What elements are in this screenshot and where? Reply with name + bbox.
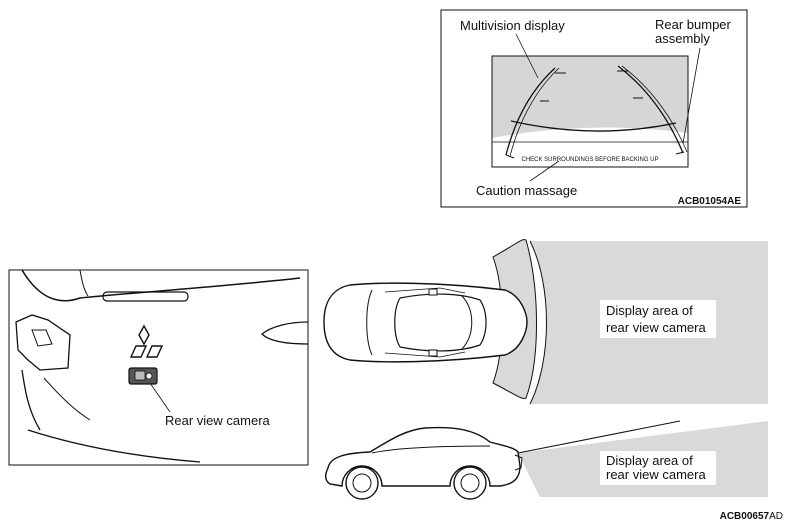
- top-area-label-line2: rear view camera: [606, 320, 706, 335]
- main-figure-code-suffix: AD: [769, 511, 783, 522]
- side-area-label-line1: Display area of: [606, 453, 693, 468]
- brand-emblem-icon: [129, 324, 164, 358]
- tail-lamp-left: [15, 314, 71, 371]
- multivision-leader: [515, 33, 539, 79]
- camera-inset-frame: [8, 269, 309, 466]
- car-top-view-icon: [323, 282, 528, 363]
- top-area-label-line1: Display area of: [606, 303, 693, 318]
- bumper-leader: [682, 47, 701, 144]
- inset-figure-code: ACB01054AE: [678, 196, 742, 207]
- multivision-label: Multivision display: [460, 18, 565, 33]
- caution-message-text: CHECK SURROUNDINGS BEFORE BACKING UP: [521, 157, 658, 163]
- multivision-screen: CHECK SURROUNDINGS BEFORE BACKING UP: [491, 55, 689, 168]
- bumper-label-line1: Rear bumper: [655, 17, 732, 32]
- rear-view-camera-icon: [128, 367, 158, 385]
- top-view: Display area of rear view camera: [323, 239, 768, 405]
- camera-inset: Rear view camera: [8, 269, 309, 466]
- caution-leader: [529, 160, 560, 182]
- main-figure-code-main: ACB00657: [720, 511, 770, 522]
- rear-view-camera-label: Rear view camera: [165, 413, 271, 428]
- caution-label: Caution massage: [476, 183, 577, 198]
- high-mount-stop-lamp: [102, 291, 189, 302]
- display-inset: CHECK SURROUNDINGS BEFORE BACKING UP Mul…: [440, 9, 748, 208]
- car-side-view-icon: [324, 426, 523, 500]
- side-area-label-line2: rear view camera: [606, 467, 706, 482]
- top-area-label-bg: [600, 300, 716, 338]
- tail-lamp-right: [261, 321, 309, 345]
- side-area-label-bg: [600, 451, 716, 485]
- bumper-label-line2: assembly: [655, 31, 710, 46]
- side-view: Display area of rear view camera: [324, 420, 768, 500]
- camera-leader: [149, 382, 171, 413]
- main-figure-code: ACB00657AD: [720, 511, 783, 522]
